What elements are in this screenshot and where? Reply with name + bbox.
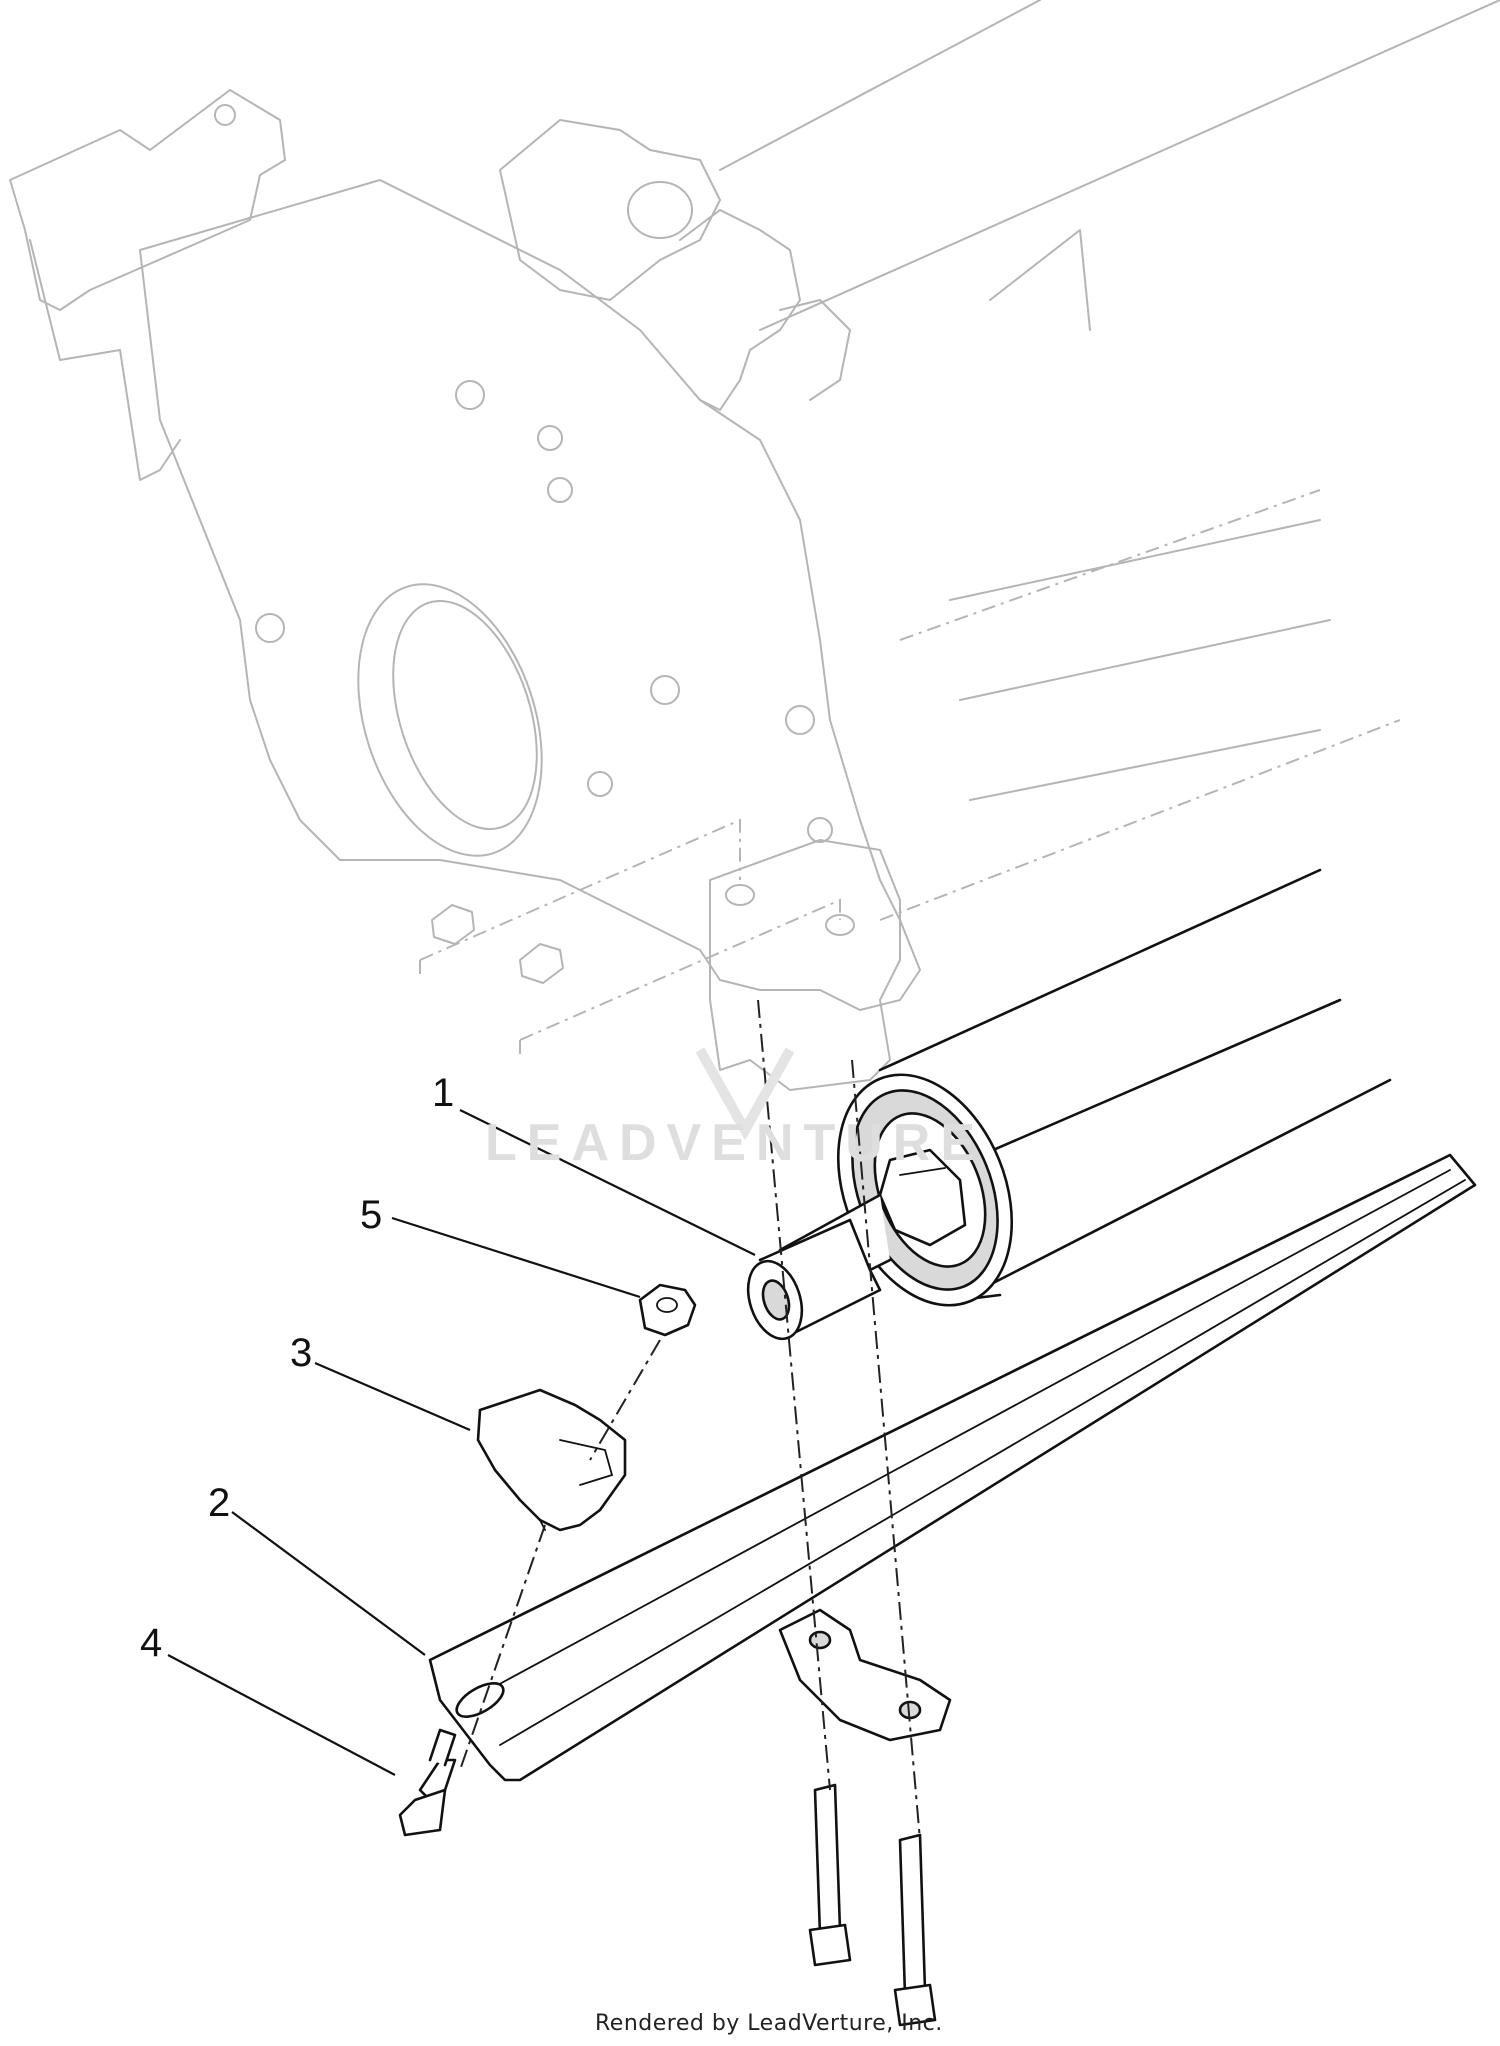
callout-2: 2 <box>208 1481 230 1525</box>
center-lines <box>459 999 921 1841</box>
watermark-text: LEADVENTURE <box>485 1114 985 1172</box>
bolt <box>398 1728 457 1837</box>
callout-1: 1 <box>432 1071 454 1115</box>
leader-lines <box>167 1109 756 1776</box>
watermark: LEADVENTURE <box>485 1047 985 1172</box>
scraper-bar <box>428 1153 1477 1782</box>
callout-3: 3 <box>290 1331 312 1375</box>
ghost-side-plate <box>9 0 1500 1091</box>
hex-nut <box>638 1283 697 1337</box>
spacer-sleeve <box>746 1218 882 1341</box>
credit-text: Rendered by LeadVerture, Inc. <box>595 2011 943 2036</box>
callout-4: 4 <box>140 1621 162 1665</box>
clamp-block <box>476 1388 627 1532</box>
lower-bracket <box>778 1608 952 2027</box>
callout-5: 5 <box>360 1193 382 1237</box>
